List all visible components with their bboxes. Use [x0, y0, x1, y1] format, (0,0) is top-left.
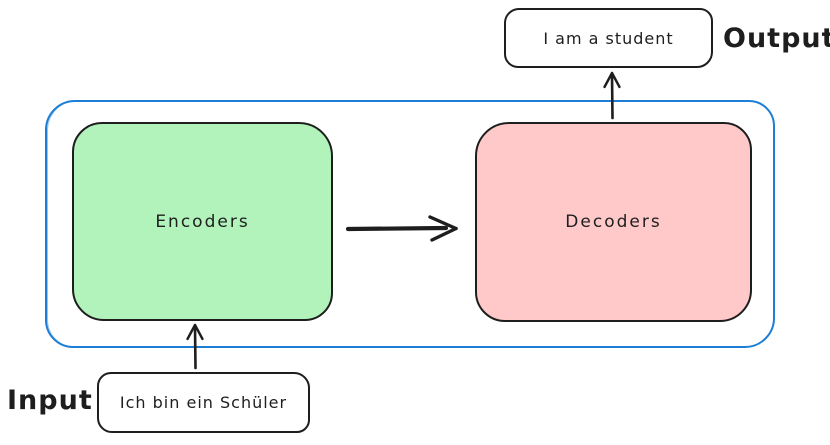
input-phrase-text: Ich bin ein Schüler: [119, 393, 288, 412]
input-to-encoders-arrow: [186, 323, 204, 370]
encoders-to-decoders-arrow: [345, 215, 458, 242]
output-label: Output: [723, 23, 830, 54]
decoders-to-output-arrow: [603, 71, 621, 120]
output-phrase-box: I am a student: [504, 8, 713, 68]
input-label: Input: [7, 385, 93, 416]
encoders-label: Encoders: [155, 211, 250, 232]
input-phrase-box: Ich bin ein Schüler: [97, 372, 310, 433]
model-container-frame: [45, 100, 775, 348]
decoders-block: Decoders: [475, 122, 752, 322]
encoders-block: Encoders: [72, 122, 333, 321]
output-phrase-text: I am a student: [543, 28, 674, 48]
decoders-label: Decoders: [565, 212, 662, 232]
